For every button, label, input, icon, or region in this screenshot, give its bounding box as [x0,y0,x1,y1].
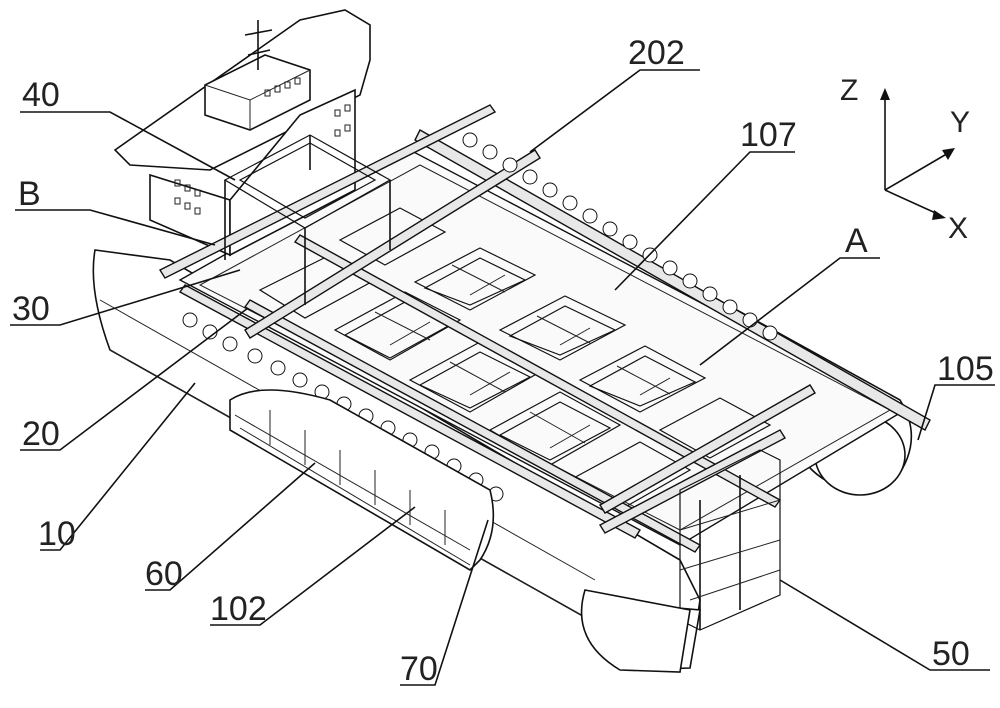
gantry-beams [158,104,816,534]
hull-cutaway [229,389,495,572]
label-60: 60 [145,555,183,593]
stern-tower [679,449,781,631]
label-20: 20 [22,415,60,453]
label-B: B [18,175,41,213]
label-70: 70 [400,650,438,688]
deck-rails [178,129,931,553]
label-30: 30 [12,290,50,328]
leader-lines [10,69,995,686]
label-50: 50 [932,635,970,673]
axis-label-x: X [948,212,968,245]
label-107: 107 [740,116,797,154]
axis-label-y: Y [950,106,970,139]
label-40: 40 [22,76,60,114]
front-hull-nose [580,589,691,673]
label-105: 105 [937,350,994,388]
label-10: 10 [38,515,76,553]
label-A: A [845,222,868,260]
axis-label-z: Z [840,74,858,107]
axis-triad [880,88,955,220]
lifting-frame [223,134,392,305]
label-102: 102 [210,590,267,628]
tank-row-left [182,312,504,502]
label-202: 202 [628,34,685,72]
superstructure [113,9,371,257]
